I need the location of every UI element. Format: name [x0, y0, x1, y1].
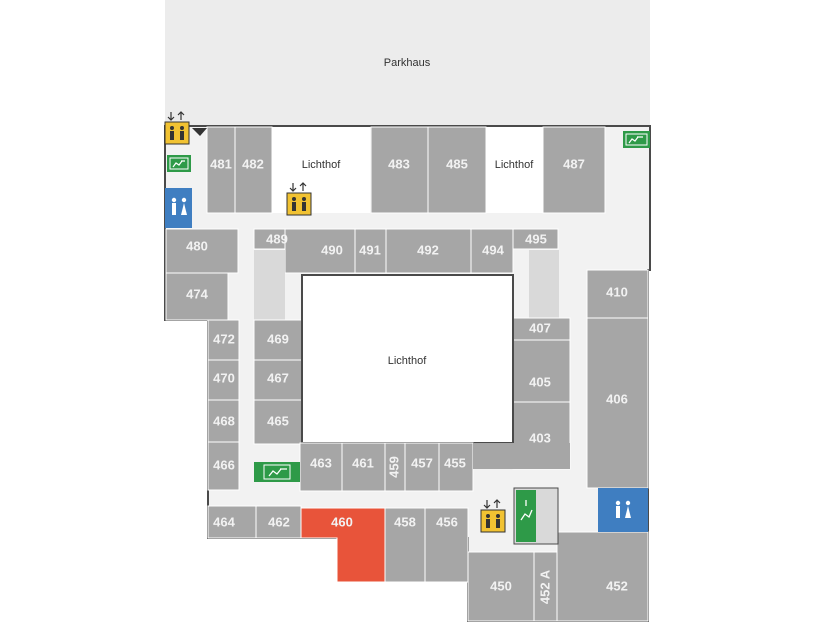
room-470[interactable] — [207, 359, 240, 401]
room-label: 482 — [242, 156, 264, 171]
courtyard-2 — [486, 127, 543, 213]
room-labels: 481 482 483 485 487 489 490 491 492 494 … — [186, 156, 628, 604]
room-label: 407 — [529, 320, 551, 335]
room-label: 403 — [529, 430, 551, 445]
room-453-area — [473, 443, 570, 469]
room-label: 459 — [386, 456, 401, 478]
courtyard-label: Lichthof — [388, 355, 427, 367]
courtyard-label: Lichthof — [302, 159, 341, 171]
room-410[interactable] — [586, 269, 649, 319]
restroom-icon — [171, 197, 187, 215]
room-label: 461 — [352, 455, 374, 470]
room-label: 467 — [267, 370, 289, 385]
room-label: 458 — [394, 514, 416, 529]
room-406[interactable] — [586, 317, 649, 489]
courtyard-3 — [301, 274, 514, 444]
room-452[interactable] — [556, 531, 649, 622]
emergency-exit-icon — [516, 490, 536, 542]
room-label: 485 — [446, 156, 468, 171]
room-label: 466 — [213, 457, 235, 472]
room-label: 460 — [331, 514, 353, 529]
room-label: 452 — [606, 578, 628, 593]
room-label: 456 — [436, 514, 458, 529]
room-label: 452 A — [537, 569, 552, 604]
room-label: 489 — [266, 231, 288, 246]
room-474[interactable] — [165, 272, 229, 321]
room-label: 494 — [482, 242, 504, 257]
marker-triangle — [192, 128, 207, 136]
room-490[interactable] — [284, 228, 356, 274]
courtyard-label: Lichthof — [495, 159, 534, 171]
room-487[interactable] — [542, 126, 606, 214]
parking-label: Parkhaus — [384, 57, 431, 69]
parking-area — [165, 0, 650, 126]
room-456[interactable] — [424, 507, 469, 583]
room-495[interactable] — [512, 228, 559, 250]
room-label: 405 — [529, 374, 551, 389]
room-485[interactable] — [427, 126, 487, 214]
room-492[interactable] — [385, 228, 472, 274]
room-label: 463 — [310, 455, 332, 470]
room-494[interactable] — [470, 228, 514, 274]
room-label: 481 — [210, 156, 232, 171]
room-label: 464 — [213, 514, 235, 529]
room-455[interactable] — [438, 442, 474, 492]
room-label: 469 — [267, 331, 289, 346]
elevator-icon[interactable] — [286, 182, 312, 216]
emergency-exit-icon — [623, 131, 650, 148]
room-463[interactable] — [299, 442, 343, 492]
room-462[interactable] — [255, 505, 302, 539]
room-label: 483 — [388, 156, 410, 171]
room-480[interactable] — [165, 228, 239, 274]
room-label: 410 — [606, 284, 628, 299]
room-label: 491 — [359, 242, 381, 257]
room-465[interactable] — [253, 399, 303, 445]
room-label: 470 — [213, 370, 235, 385]
room-label: 457 — [411, 455, 433, 470]
room-label: 450 — [490, 578, 512, 593]
room-450[interactable] — [467, 551, 535, 622]
restroom-icon — [615, 500, 631, 518]
room-label: 490 — [321, 242, 343, 257]
room-label: 462 — [268, 514, 290, 529]
stair-right — [529, 250, 559, 318]
room-label: 495 — [525, 231, 547, 246]
room-label: 492 — [417, 242, 439, 257]
room-label: 468 — [213, 413, 235, 428]
room-458[interactable] — [384, 507, 426, 583]
elevator-icon[interactable] — [480, 499, 506, 533]
room-483[interactable] — [370, 126, 429, 214]
emergency-exit-icon — [167, 155, 191, 172]
room-464[interactable] — [207, 505, 257, 539]
room-466[interactable] — [207, 441, 240, 491]
room-472[interactable] — [207, 319, 240, 361]
room-491[interactable] — [354, 228, 387, 274]
room-label: 406 — [606, 391, 628, 406]
room-label: 480 — [186, 238, 208, 253]
room-label: 472 — [213, 331, 235, 346]
room-469[interactable] — [253, 319, 303, 361]
room-label: 455 — [444, 455, 466, 470]
emergency-exit-icon — [254, 462, 300, 482]
room-label: 474 — [186, 286, 208, 301]
room-481[interactable] — [206, 126, 236, 214]
restroom-right-area — [598, 488, 648, 532]
elevator-icon[interactable] — [164, 111, 190, 145]
room-label: 487 — [563, 156, 585, 171]
room-label: 465 — [267, 413, 289, 428]
stair-left — [254, 250, 285, 320]
room-405[interactable] — [512, 339, 571, 403]
restroom-left-area — [165, 188, 192, 228]
